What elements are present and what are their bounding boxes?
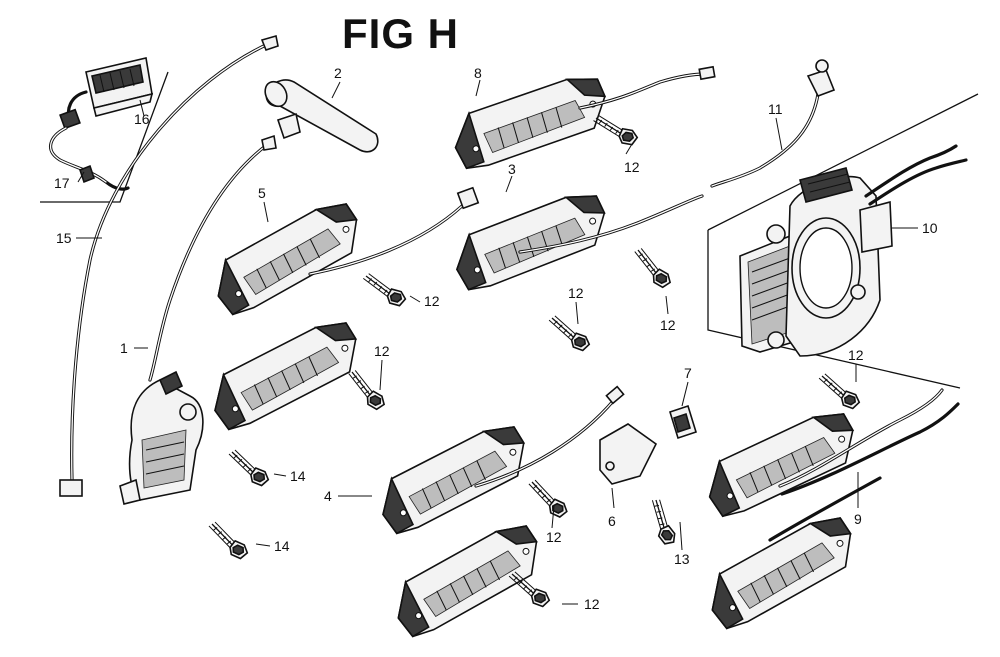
callout-14-b: 14 [274, 538, 290, 554]
exciter-coil-9-upper [696, 388, 960, 519]
callout-17: 17 [54, 175, 70, 191]
callout-7: 7 [684, 365, 692, 381]
ignition-coil-1 [119, 134, 277, 505]
clip-7 [669, 404, 697, 440]
callout-12-f: 12 [848, 347, 864, 363]
callout-12-a: 12 [624, 159, 640, 175]
bolt-12-g [812, 371, 866, 411]
callout-16: 16 [134, 111, 150, 127]
exciter-coil-8 [447, 65, 716, 171]
bolt-12-a [589, 113, 641, 147]
callout-9: 9 [854, 511, 862, 527]
callout-3: 3 [508, 161, 516, 177]
charge-coil-4 [367, 385, 625, 537]
callout-10: 10 [922, 220, 938, 236]
callout-12-h: 12 [584, 596, 600, 612]
callout-6: 6 [608, 513, 616, 529]
bolt-12-b [625, 245, 679, 291]
figure-title: FIG H [342, 10, 459, 57]
lead-wire-11 [710, 59, 836, 188]
callout-11: 11 [768, 101, 783, 117]
callout-8: 8 [474, 65, 482, 81]
bolt-12-h [542, 313, 596, 353]
bolt-14-a [221, 447, 275, 488]
bolt-12-d [339, 367, 393, 413]
callout-1: 1 [120, 340, 128, 356]
callout-12-d: 12 [568, 285, 584, 301]
callout-12-c: 12 [374, 343, 390, 359]
bolt-13 [638, 495, 687, 548]
callout-2: 2 [334, 65, 342, 81]
exciter-coil-9-lower [695, 476, 882, 632]
callout-4: 4 [324, 488, 332, 504]
callout-12-b: 12 [424, 293, 440, 309]
bolt-14-b [201, 519, 255, 561]
bolt-12-e [520, 477, 574, 520]
exciter-coil-3 [447, 190, 704, 292]
callout-13: 13 [674, 551, 690, 567]
lead-wire-15 [59, 34, 279, 497]
leader-lines [76, 79, 918, 605]
charge-coil-4b [381, 519, 554, 640]
bracket-6 [599, 423, 658, 485]
callout-12-e: 12 [660, 317, 676, 333]
exciter-coil-5b [199, 316, 371, 433]
stator-assembly-10 [707, 93, 979, 389]
callout-14-a: 14 [290, 468, 306, 484]
bolt-12-c [358, 271, 411, 308]
callout-15: 15 [56, 230, 72, 246]
plug-cap-2 [264, 79, 379, 153]
callout-5: 5 [258, 185, 266, 201]
callout-12-g: 12 [546, 529, 562, 545]
exciter-coil-5 [201, 186, 480, 318]
